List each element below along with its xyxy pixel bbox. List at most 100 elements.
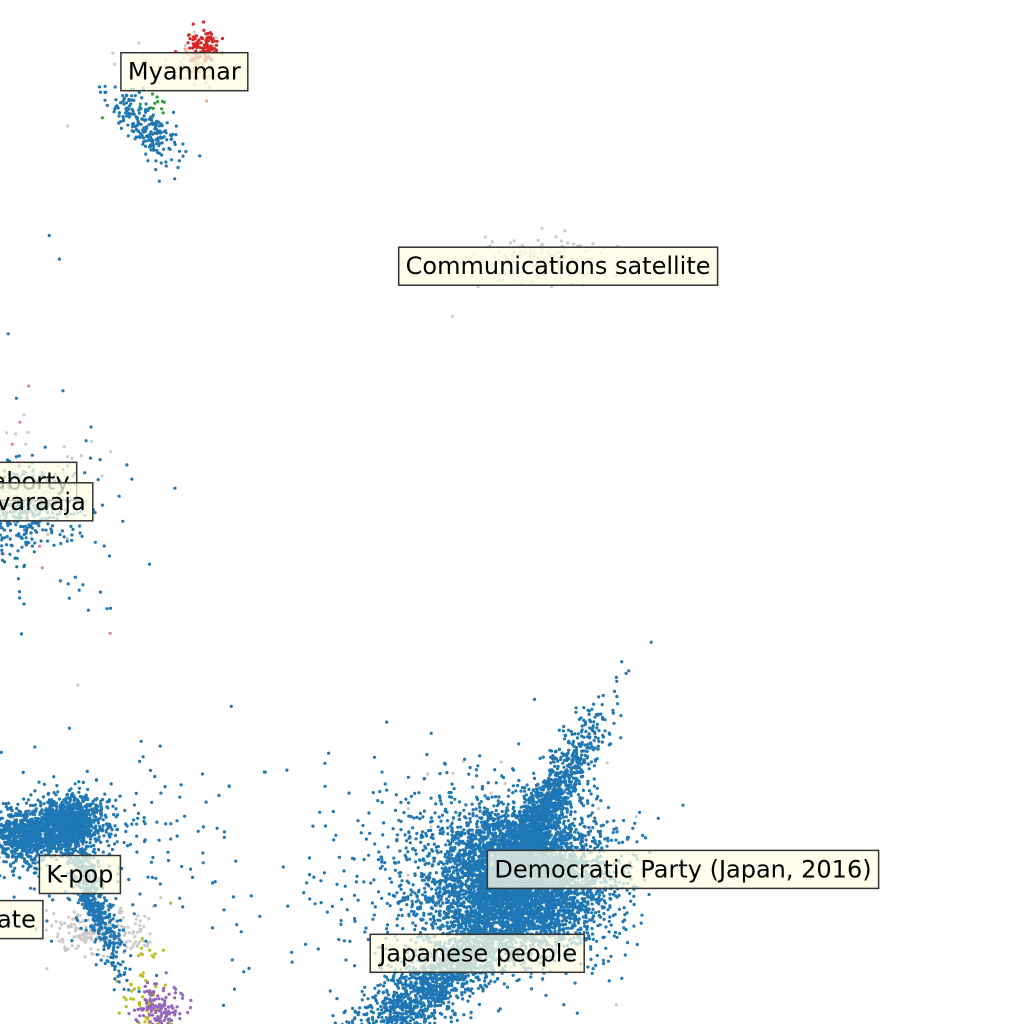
data-point xyxy=(162,130,167,134)
data-point xyxy=(12,829,16,834)
data-point xyxy=(112,110,116,114)
data-point xyxy=(127,931,131,935)
data-point xyxy=(103,84,107,88)
data-point xyxy=(54,814,59,818)
data-point xyxy=(60,807,64,811)
data-point xyxy=(198,154,202,158)
data-point xyxy=(137,986,141,990)
data-point xyxy=(60,529,64,533)
data-point xyxy=(76,850,80,854)
data-point xyxy=(130,125,135,129)
data-point xyxy=(70,810,74,814)
data-point xyxy=(433,811,437,815)
data-point xyxy=(136,816,140,820)
data-point xyxy=(150,875,154,880)
data-point xyxy=(32,887,36,891)
data-point xyxy=(386,845,390,849)
data-point xyxy=(9,808,14,812)
data-point xyxy=(24,801,28,805)
data-point xyxy=(112,954,116,958)
data-point xyxy=(142,839,147,844)
data-point xyxy=(135,944,139,948)
data-point xyxy=(84,925,88,929)
data-point xyxy=(72,798,76,803)
data-point xyxy=(140,96,144,100)
data-point xyxy=(104,922,108,926)
data-point xyxy=(73,842,78,846)
data-point xyxy=(61,389,65,393)
data-point xyxy=(94,902,98,906)
data-point xyxy=(109,606,113,610)
data-point xyxy=(77,808,81,812)
data-point xyxy=(183,47,187,51)
data-point xyxy=(75,798,80,802)
data-point xyxy=(141,142,145,146)
data-point xyxy=(189,867,193,871)
data-point xyxy=(429,825,433,829)
data-point xyxy=(14,844,18,848)
data-point xyxy=(93,923,98,927)
data-point xyxy=(123,808,127,813)
data-point xyxy=(16,802,20,806)
data-point xyxy=(37,524,41,528)
data-point xyxy=(138,1003,142,1007)
data-point xyxy=(67,829,71,833)
data-point xyxy=(20,834,24,839)
data-point xyxy=(14,839,18,843)
data-point xyxy=(142,819,146,823)
data-point xyxy=(201,825,205,829)
data-point xyxy=(165,1014,169,1018)
data-point xyxy=(70,533,74,537)
data-point xyxy=(151,1013,155,1017)
data-point xyxy=(179,991,183,995)
data-point xyxy=(583,834,587,838)
data-point xyxy=(89,837,93,841)
data-point xyxy=(167,1005,171,1009)
data-point xyxy=(97,828,102,832)
data-point xyxy=(79,814,83,818)
data-point xyxy=(4,860,8,864)
data-point xyxy=(54,919,58,924)
data-point xyxy=(151,990,155,994)
data-point xyxy=(133,94,137,98)
data-point xyxy=(99,958,103,962)
data-point xyxy=(179,783,183,787)
data-point xyxy=(132,129,136,134)
data-point xyxy=(29,531,33,535)
data-point xyxy=(122,840,126,845)
data-point xyxy=(149,130,153,134)
data-point xyxy=(57,827,61,831)
data-point xyxy=(166,1018,170,1022)
data-point xyxy=(130,822,134,826)
data-point xyxy=(63,819,67,824)
data-point xyxy=(73,830,77,834)
data-point xyxy=(67,820,71,824)
data-point xyxy=(112,913,116,917)
data-point xyxy=(94,910,98,914)
data-point xyxy=(83,471,87,475)
data-point xyxy=(42,802,46,806)
data-point xyxy=(49,816,54,821)
data-point xyxy=(64,843,68,847)
data-point xyxy=(33,858,37,862)
data-point xyxy=(78,920,82,924)
data-point xyxy=(36,816,40,821)
data-point xyxy=(91,832,95,837)
data-point xyxy=(92,820,96,824)
data-point xyxy=(113,85,117,89)
data-point xyxy=(144,118,148,122)
data-point xyxy=(105,959,109,963)
data-point xyxy=(14,455,18,459)
data-point xyxy=(91,849,95,854)
data-point xyxy=(95,953,99,957)
data-point xyxy=(162,1018,166,1023)
data-point xyxy=(597,807,601,811)
data-point xyxy=(35,842,39,846)
data-point xyxy=(26,798,31,802)
data-point xyxy=(147,917,151,921)
data-point xyxy=(94,914,98,918)
data-point xyxy=(104,822,108,826)
data-point xyxy=(148,1005,152,1009)
data-point xyxy=(84,793,88,797)
data-point xyxy=(14,523,18,527)
